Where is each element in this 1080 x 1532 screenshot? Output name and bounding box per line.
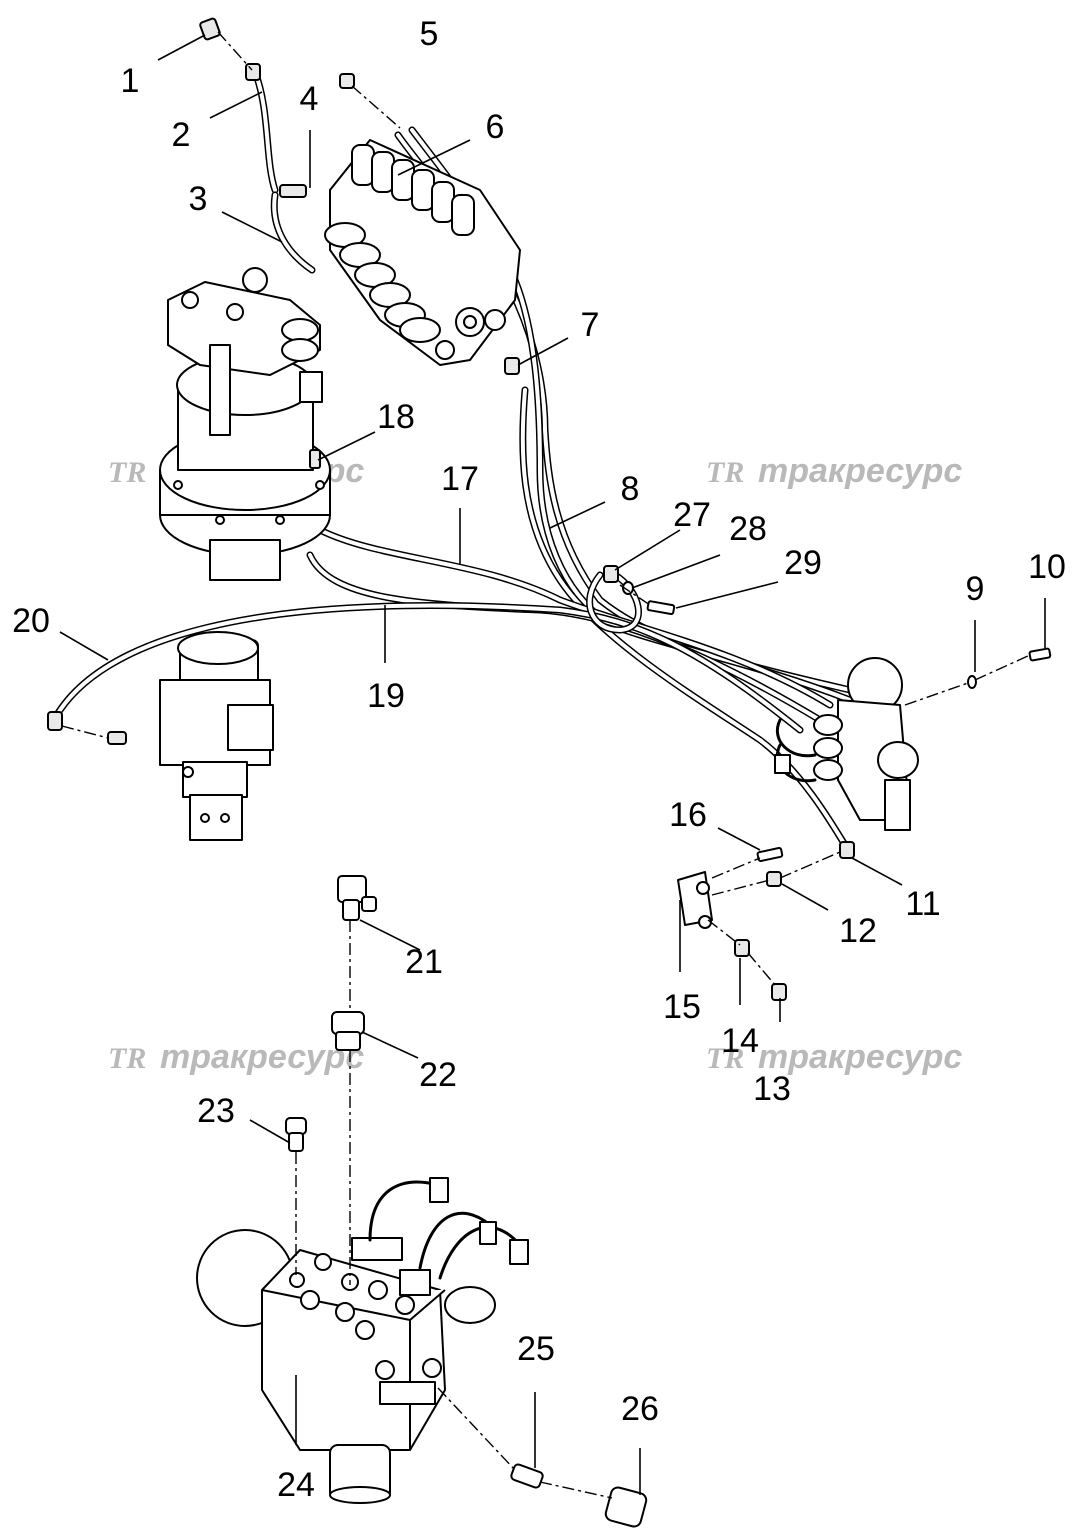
- watermark-2: TR тракресурс: [706, 452, 962, 490]
- fitting-1: [199, 17, 221, 41]
- watermark-brand: тракресурс: [758, 1038, 962, 1076]
- callout-28: 28: [729, 510, 767, 548]
- fitting-12: [766, 871, 782, 887]
- fitting-22: [331, 1011, 365, 1051]
- callout-labels: 1 2 3 4 5 6 7 8 9 10 11 12 13 14 15 16 1…: [12, 15, 1066, 1504]
- leader-lines: [59, 34, 1046, 1495]
- watermark-logo: TR: [706, 1042, 744, 1075]
- watermark-4: TR тракресурс: [706, 1038, 962, 1076]
- callout-2: 2: [172, 116, 191, 154]
- hose-2: [251, 68, 279, 194]
- callout-18: 18: [377, 398, 415, 436]
- callout-17: 17: [441, 460, 479, 498]
- callout-26: 26: [621, 1390, 659, 1428]
- bolt-10: [1028, 647, 1052, 662]
- fitting-4: [279, 184, 307, 198]
- fitting-20-end: [47, 711, 63, 731]
- watermark-3: TR тракресурс: [108, 1038, 364, 1076]
- callout-19: 19: [367, 677, 405, 715]
- callout-10: 10: [1028, 548, 1066, 586]
- watermark-brand: тракресурс: [160, 1038, 364, 1076]
- callout-11: 11: [905, 885, 940, 923]
- fitting-14: [734, 939, 750, 957]
- bolt-16: [756, 846, 784, 863]
- watermark-logo: TR: [706, 456, 744, 489]
- watermark-logo: TR: [108, 456, 146, 489]
- watermark-brand: тракресурс: [758, 452, 962, 490]
- callout-16: 16: [669, 796, 707, 834]
- valve-block-24: [196, 1177, 529, 1504]
- callout-24: 24: [277, 1466, 315, 1504]
- callout-5: 5: [420, 15, 439, 53]
- callout-21: 21: [405, 943, 443, 981]
- hose-3: [270, 191, 316, 274]
- fitting-27: [603, 565, 619, 583]
- fitting-7: [504, 357, 520, 375]
- fitting-21-tee: [337, 875, 377, 921]
- callout-22: 22: [419, 1056, 457, 1094]
- bolt-29: [646, 600, 676, 616]
- callout-1: 1: [121, 62, 140, 100]
- control-valve-6: [324, 139, 521, 366]
- fitting-20-adapter: [107, 731, 127, 745]
- swing-motor: [159, 267, 331, 581]
- callout-8: 8: [621, 470, 640, 508]
- fitting-11: [839, 841, 855, 859]
- fitting-9: [967, 675, 977, 689]
- fitting-2-end: [245, 63, 261, 81]
- callout-12: 12: [839, 912, 877, 950]
- callout-6: 6: [486, 108, 505, 146]
- callout-14: 14: [721, 1022, 759, 1060]
- swivel-joint: [159, 631, 274, 841]
- callout-4: 4: [300, 80, 319, 118]
- callout-15: 15: [663, 988, 701, 1026]
- callout-23: 23: [197, 1092, 235, 1130]
- callout-20: 20: [12, 602, 50, 640]
- assembly-lines: [61, 31, 1031, 1499]
- fitting-13: [771, 983, 787, 1001]
- callout-7: 7: [581, 306, 600, 344]
- callout-25: 25: [517, 1330, 555, 1368]
- fitting-25: [510, 1463, 544, 1489]
- callout-27: 27: [673, 496, 711, 534]
- watermark-logo: TR: [108, 1042, 146, 1075]
- fitting-26: [604, 1486, 648, 1528]
- callout-29: 29: [784, 544, 822, 582]
- fitting-5: [339, 73, 355, 89]
- fitting-23: [285, 1117, 307, 1152]
- bracket-15: [677, 871, 713, 929]
- accumulator-valve-upper: [774, 657, 919, 831]
- hose-harness: [51, 126, 854, 854]
- callout-9: 9: [966, 570, 985, 608]
- callout-3: 3: [189, 180, 208, 218]
- callout-13: 13: [753, 1070, 791, 1108]
